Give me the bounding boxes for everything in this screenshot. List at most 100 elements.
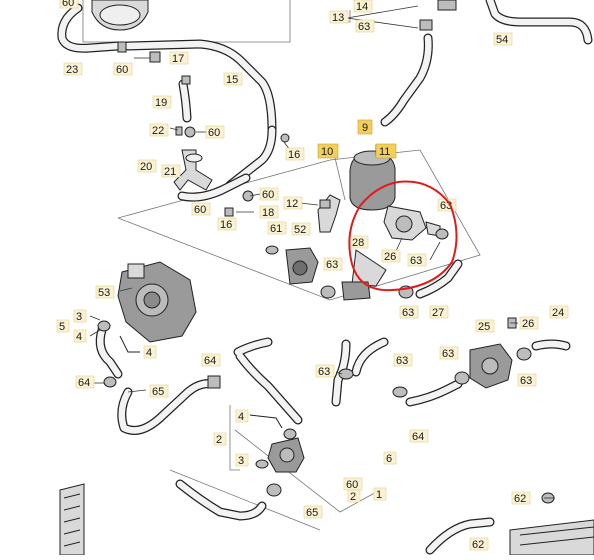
callout-60a: 60 <box>59 0 79 9</box>
callout-9: 9 <box>357 119 373 135</box>
seal-63c <box>435 228 449 240</box>
clamp-63h <box>338 368 354 380</box>
callout-16b: 16 <box>217 217 237 231</box>
svg-text:60: 60 <box>262 189 274 201</box>
svg-text:64: 64 <box>412 431 424 443</box>
callout-22: 22 <box>149 123 169 137</box>
svg-text:2: 2 <box>350 491 356 503</box>
callout-14: 14 <box>353 0 373 13</box>
svg-text:61: 61 <box>270 223 282 235</box>
callout-18a: 18 <box>259 205 279 219</box>
callout-60f: 60 <box>343 477 363 491</box>
clamp-64 <box>103 376 117 388</box>
bolt-4c <box>283 428 297 440</box>
svg-text:5: 5 <box>59 321 65 333</box>
callout-19: 19 <box>152 95 172 109</box>
callout-21: 21 <box>161 164 181 178</box>
callout-13: 13 <box>329 10 349 24</box>
bolt-12 <box>319 199 331 209</box>
svg-text:63: 63 <box>318 366 330 378</box>
clamp-65b <box>266 483 282 497</box>
svg-text:26: 26 <box>522 318 534 330</box>
callout-11: 11 <box>375 143 397 159</box>
callout-64c: 64 <box>409 429 429 443</box>
callout-63a: 63 <box>355 19 375 33</box>
callout-2a: 2 <box>213 432 227 446</box>
pipe-long <box>233 337 303 425</box>
svg-text:22: 22 <box>152 125 164 137</box>
svg-text:63: 63 <box>326 259 338 271</box>
clamp-63-top <box>419 19 433 31</box>
svg-text:53: 53 <box>98 287 110 299</box>
wire-4 <box>119 335 140 353</box>
callout-27: 27 <box>429 305 449 319</box>
svg-text:52: 52 <box>294 224 306 236</box>
svg-text:1: 1 <box>376 489 382 501</box>
callout-53: 53 <box>95 285 115 299</box>
callout-25: 25 <box>475 319 495 333</box>
clamp-64b <box>207 375 221 389</box>
pump-25 <box>469 343 513 389</box>
svg-text:65: 65 <box>152 386 164 398</box>
callout-6: 6 <box>383 451 397 465</box>
svg-text:62: 62 <box>514 493 526 505</box>
hose-center-63 <box>331 337 389 407</box>
hose-64c <box>405 379 463 407</box>
hose-24 <box>531 339 571 351</box>
callout-61: 61 <box>267 221 287 235</box>
callout-5: 5 <box>56 319 70 333</box>
svg-text:60: 60 <box>116 64 128 76</box>
svg-text:20: 20 <box>140 161 152 173</box>
hose-27 <box>415 259 463 299</box>
clamp-63g <box>516 347 532 361</box>
seal-3b <box>255 459 269 469</box>
callout-65b: 65 <box>303 505 323 519</box>
clamp-60 <box>117 41 127 53</box>
hose-15 <box>123 39 277 135</box>
svg-text:2: 2 <box>216 434 222 446</box>
leader-lines <box>89 5 555 499</box>
svg-text:63: 63 <box>358 21 370 33</box>
callout-15: 15 <box>223 72 243 86</box>
callout-63h: 63 <box>393 353 413 367</box>
callout-63b: 63 <box>323 257 343 271</box>
svg-text:3: 3 <box>238 455 244 467</box>
pump-2 <box>267 437 305 473</box>
callout-2b: 2 <box>347 489 361 503</box>
pipe-18-long <box>225 125 277 190</box>
svg-text:10: 10 <box>321 146 333 158</box>
svg-text:24: 24 <box>552 307 564 319</box>
callout-4b: 4 <box>143 345 157 359</box>
callout-20: 20 <box>137 159 157 173</box>
svg-text:4: 4 <box>146 347 152 359</box>
callout-28: 28 <box>349 235 369 249</box>
callout-26b: 26 <box>519 316 539 330</box>
clamp-top-19 <box>181 75 191 85</box>
callout-62b: 62 <box>469 537 489 551</box>
hose-23 <box>57 3 123 53</box>
svg-text:60: 60 <box>194 204 206 216</box>
callout-60b: 60 <box>113 62 133 76</box>
svg-text:65: 65 <box>306 507 318 519</box>
svg-text:3: 3 <box>76 311 82 323</box>
radiator <box>59 483 85 556</box>
hose-65-left <box>117 379 217 435</box>
svg-text:64: 64 <box>204 355 216 367</box>
callout-1: 1 <box>373 487 387 501</box>
expansion-tank <box>91 0 149 31</box>
callout-60e: 60 <box>191 202 211 216</box>
svg-text:60: 60 <box>62 0 74 9</box>
pump-26 <box>383 205 441 241</box>
hose-19 <box>178 79 192 123</box>
clamp-63f <box>454 371 470 385</box>
bolt-16b <box>224 207 234 217</box>
thermostat-housing-53 <box>117 261 197 343</box>
callout-60d: 60 <box>259 187 279 201</box>
clamp-3 <box>97 320 111 332</box>
hose-18-lower <box>177 173 251 202</box>
hose-54 <box>485 0 593 45</box>
callout-62a: 62 <box>511 491 531 505</box>
sensor-52 <box>285 247 319 285</box>
hose-62 <box>425 517 495 555</box>
